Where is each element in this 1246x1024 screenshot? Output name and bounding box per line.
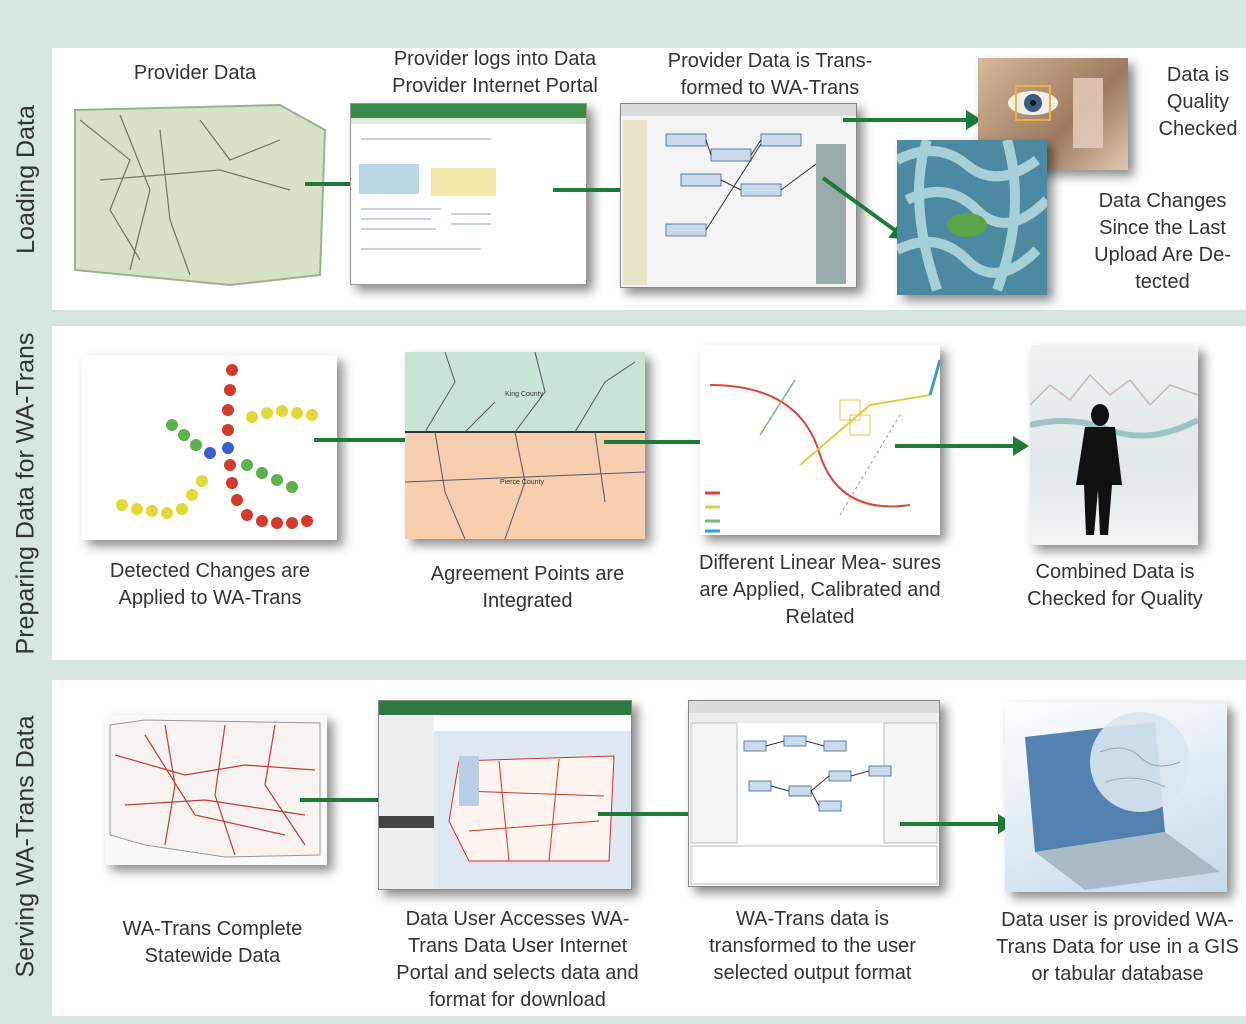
arrow-9 <box>900 814 1014 834</box>
caption-statewide: WA-Trans Complete Statewide Data <box>122 918 303 967</box>
output-transform-screenshot <box>688 700 940 887</box>
arrow-3a <box>843 110 982 130</box>
caption-applied: Detected Changes are Applied to WA-Trans <box>109 560 311 609</box>
provider-map-image <box>70 100 330 290</box>
section-label-preparing: Preparing Data for WA-Trans <box>11 332 40 654</box>
map-label-pierce: Pierce County <box>500 479 544 486</box>
caption-portal: Provider logs into Data Provider Interne… <box>392 48 598 97</box>
arrow-8 <box>598 804 712 824</box>
caption-agreement: Agreement Points are Integrated <box>430 563 625 612</box>
user-portal-screenshot <box>378 700 632 890</box>
transform-workbench <box>620 103 857 288</box>
caption-provided: Data user is provided WA-Trans Data for … <box>996 909 1239 985</box>
caption-changes: Data Changes Since the Last Upload Are D… <box>1094 190 1231 293</box>
caption-linear: Different Linear Mea- sures are Applied,… <box>699 552 941 628</box>
caption-provider-data: Provider Data <box>133 62 257 84</box>
combined-quality-photo <box>1030 345 1198 545</box>
section-label-loading: Loading Data <box>11 104 40 254</box>
caption-quality: Data is Quality Checked <box>1158 64 1238 140</box>
linear-measures-image <box>700 345 940 535</box>
maze-photo <box>897 140 1047 295</box>
caption-transformed: WA-Trans data is transformed to the user… <box>709 908 916 984</box>
map-label-king: King County <box>505 391 544 398</box>
arrow-4 <box>314 430 428 450</box>
caption-transform: Provider Data is Trans- formed to WA-Tra… <box>667 50 873 99</box>
section-label-serving: Serving WA-Trans Data <box>11 714 40 978</box>
agreement-points-map: King County Pierce County <box>405 352 645 539</box>
caption-user-access: Data User Accesses WA- Trans Data User I… <box>396 908 639 1011</box>
eye-quality-photo <box>978 58 1128 170</box>
detected-changes-image <box>82 355 337 540</box>
portal-screenshot <box>350 103 587 285</box>
arrow-5 <box>604 432 718 452</box>
caption-combined: Combined Data is Checked for Quality <box>1027 561 1203 610</box>
laptop-globe-photo <box>1005 702 1227 892</box>
arrow-6 <box>895 436 1029 456</box>
statewide-map <box>105 715 327 865</box>
